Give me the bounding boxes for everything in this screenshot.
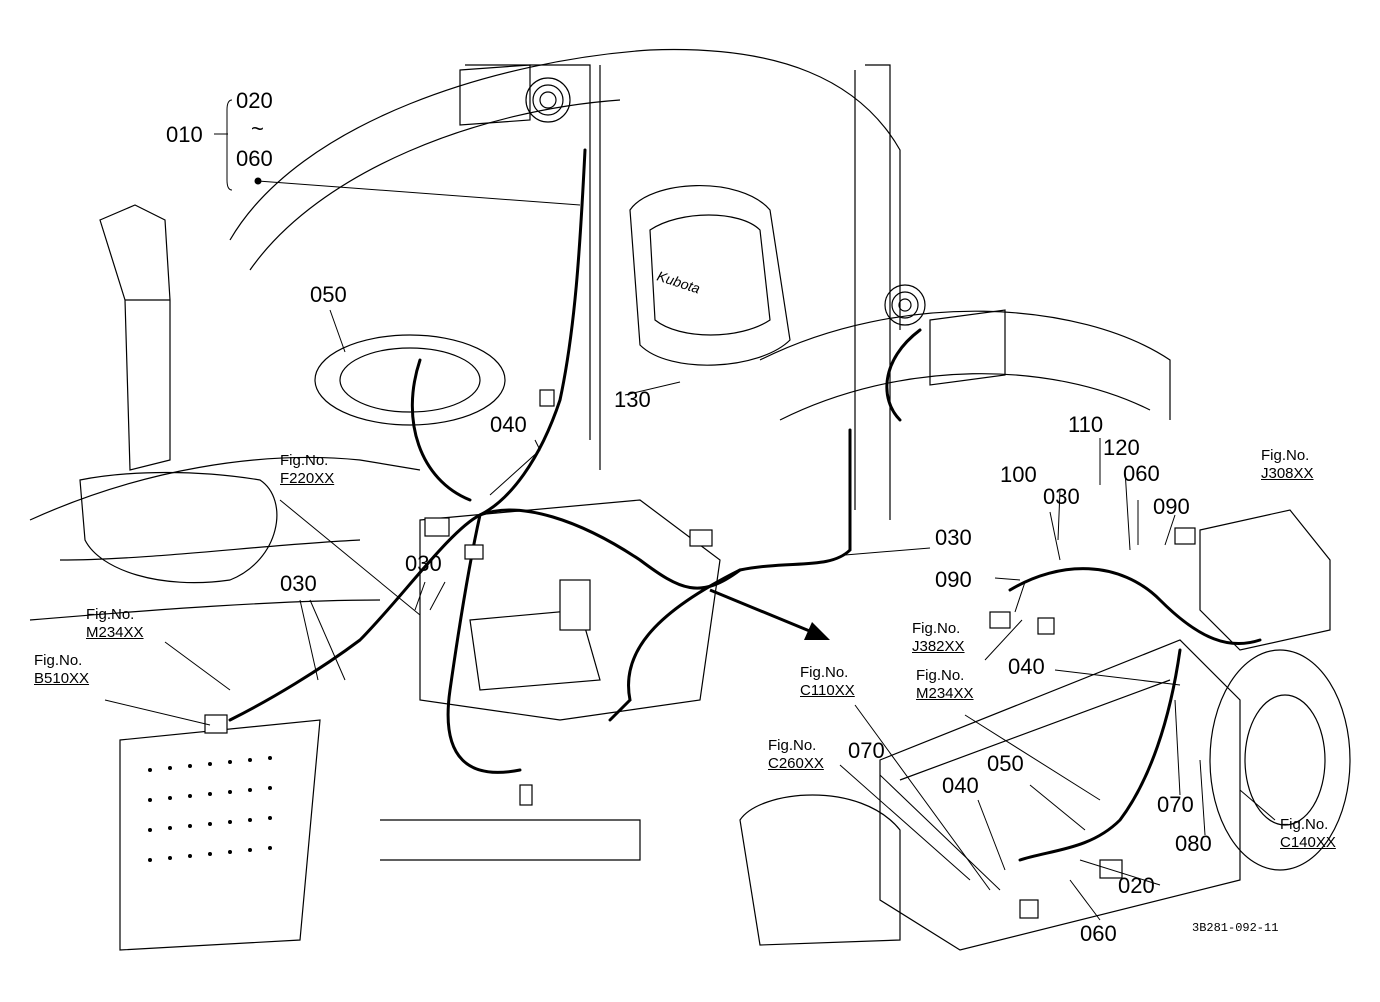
direction-arrow [709, 588, 830, 640]
fig-ref-code: M234XX [86, 624, 144, 641]
drawing-code: 3B281-092-11 [1192, 921, 1279, 935]
fig-ref-code: C140XX [1280, 834, 1336, 851]
fig-ref-prefix: Fig.No. [916, 667, 965, 684]
horn-left [525, 77, 571, 123]
fig-ref-code: M234XX [916, 685, 974, 702]
fig-ref-prefix: Fig.No. [86, 606, 135, 623]
fig-ref-prefix: Fig.No. [280, 452, 329, 469]
fig-ref-code: J382XX [912, 638, 965, 655]
range-tilde: ~ [251, 116, 264, 141]
part-label-100: 100 [1000, 462, 1037, 487]
part-label-060: 060 [236, 146, 273, 171]
fig-ref-f220: Fig.No. F220XX [280, 452, 334, 488]
fig-ref-m234-left: Fig.No. M234XX [86, 606, 144, 642]
part-label-030: 030 [280, 571, 317, 596]
part-label-070: 070 [1157, 792, 1194, 817]
part-label-040: 040 [490, 412, 527, 437]
floor-plate [419, 499, 721, 721]
seat [629, 185, 791, 366]
fig-ref-prefix: Fig.No. [1261, 447, 1310, 464]
part-label-030: 030 [1043, 484, 1080, 509]
axle-housing [1209, 649, 1351, 871]
wiring-harness [228, 148, 1262, 862]
part-label-080: 080 [1175, 831, 1212, 856]
fig-ref-prefix: Fig.No. [912, 620, 961, 637]
fig-ref-m234-right: Fig.No. M234XX [916, 667, 974, 703]
transmission-housing [879, 639, 1241, 951]
part-label-090: 090 [935, 567, 972, 592]
fender-right [759, 310, 1171, 420]
fig-ref-b510: Fig.No. B510XX [34, 652, 89, 688]
horn-right [884, 284, 926, 326]
part-label-050: 050 [987, 751, 1024, 776]
fig-ref-prefix: Fig.No. [34, 652, 83, 669]
part-label-030: 030 [935, 525, 972, 550]
part-label-130: 130 [614, 387, 651, 412]
part-label-010: 010 [166, 122, 203, 147]
hood-outline [29, 456, 421, 521]
part-label-120: 120 [1103, 435, 1140, 460]
part-label-030: 030 [405, 551, 442, 576]
fig-ref-c110: Fig.No. C110XX [800, 664, 855, 700]
part-label-020: 020 [236, 88, 273, 113]
connector [424, 517, 450, 537]
fig-ref-code: F220XX [280, 470, 335, 487]
fig-ref-j382: Fig.No. J382XX [912, 620, 965, 656]
fig-ref-code: J308XX [1261, 465, 1314, 482]
part-label-060: 060 [1123, 461, 1160, 486]
cab-outline [229, 48, 901, 330]
seat-brand-logo: Kubota [655, 268, 702, 297]
part-label-050: 050 [310, 282, 347, 307]
part-label-060: 060 [1080, 921, 1117, 946]
fig-ref-c260: Fig.No. C260XX [768, 737, 824, 773]
part-label-090: 090 [1153, 494, 1190, 519]
fig-ref-code: C260XX [768, 755, 824, 772]
exhaust-pipe [99, 204, 171, 471]
fig-ref-prefix: Fig.No. [1280, 816, 1329, 833]
part-label-070: 070 [848, 738, 885, 763]
part-label-040: 040 [942, 773, 979, 798]
part-label-020: 020 [1118, 873, 1155, 898]
steering-wheel [314, 334, 506, 426]
part-label-040: 040 [1008, 654, 1045, 679]
fig-ref-code: B510XX [34, 670, 90, 687]
fig-ref-j308: Fig.No. J308XX [1261, 447, 1314, 483]
fig-ref-prefix: Fig.No. [800, 664, 849, 681]
part-label-110: 110 [1068, 412, 1104, 437]
fig-ref-c140: Fig.No. C140XX [1280, 816, 1336, 852]
fig-ref-prefix: Fig.No. [768, 737, 817, 754]
fig-ref-code: C110XX [800, 682, 855, 699]
